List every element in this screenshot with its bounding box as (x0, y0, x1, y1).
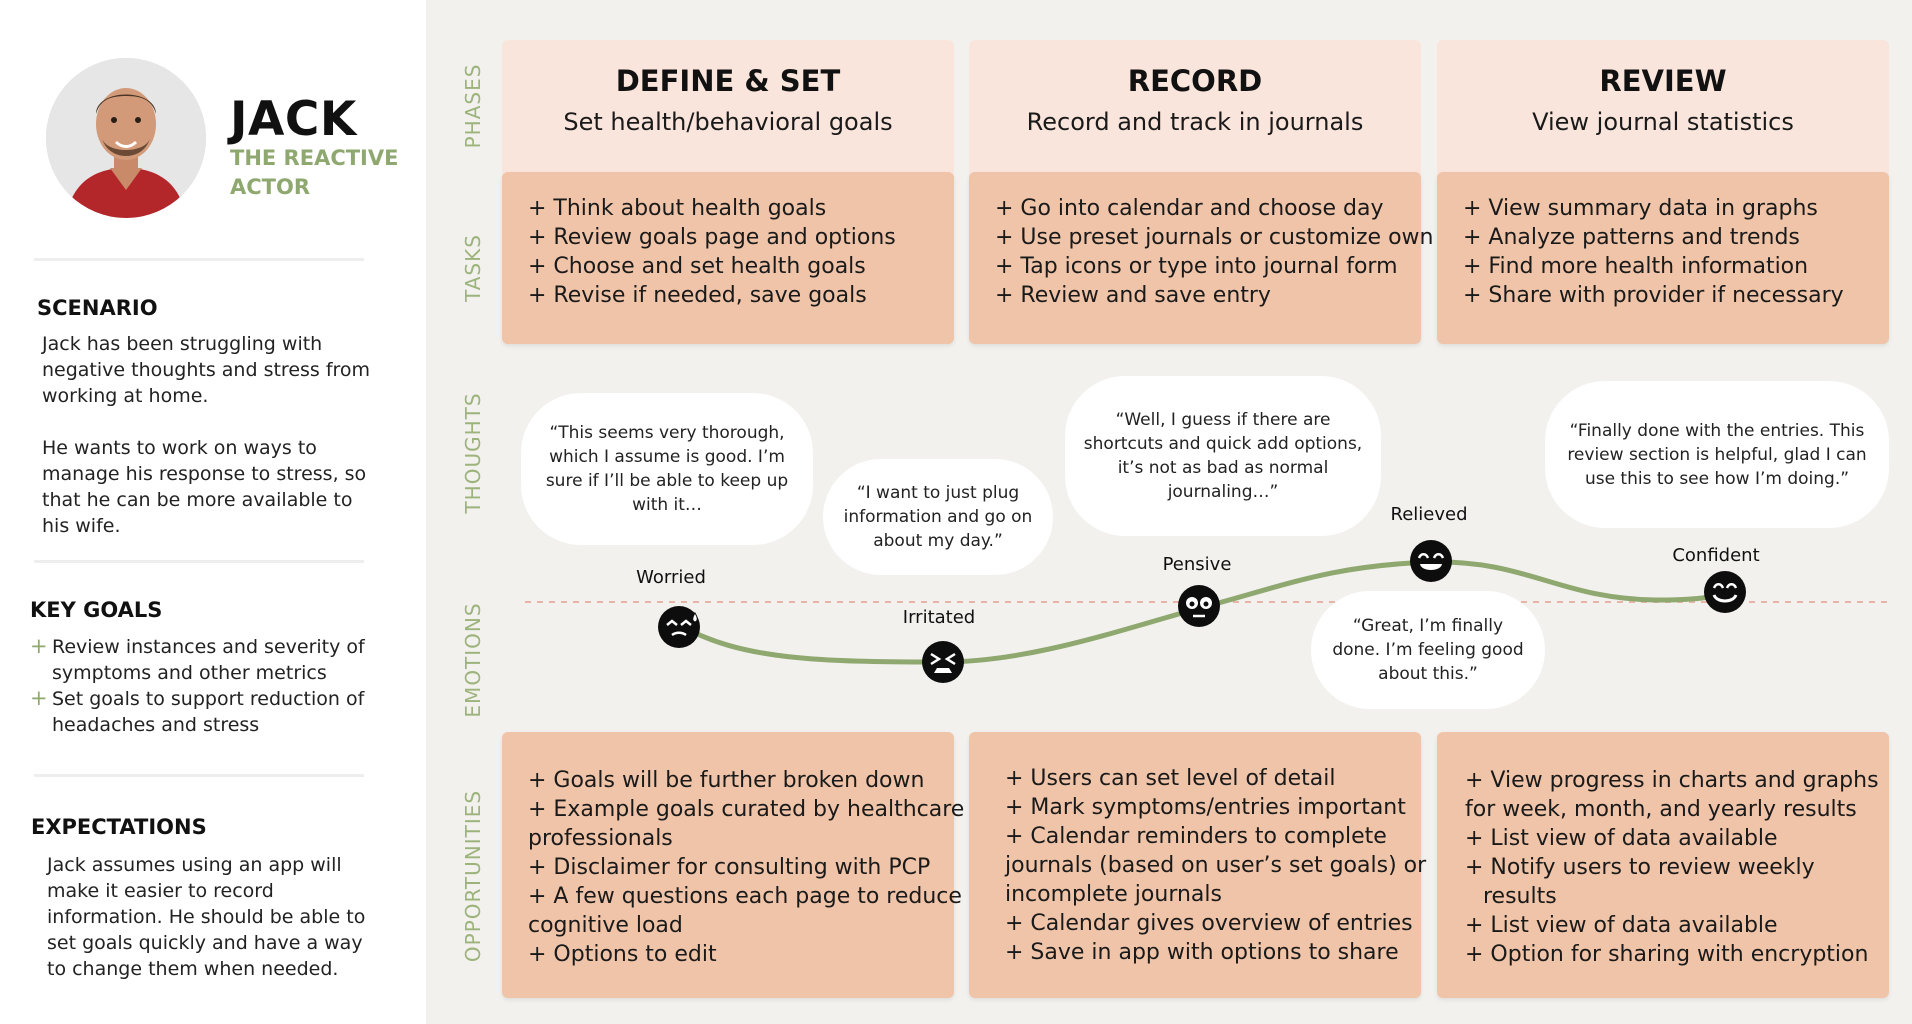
list-item: + Set goals to support reduction of head… (30, 686, 370, 738)
task-item: + Go into calendar and choose day (995, 196, 1384, 221)
phase-card-review: REVIEW View journal statistics (1437, 40, 1889, 188)
phase-title: DEFINE & SET (615, 64, 841, 98)
opportunity-item: + View progress in charts and graphs (1465, 768, 1879, 793)
opportunity-item: + Calendar reminders to complete (1005, 824, 1387, 849)
emotion-line (677, 559, 1728, 665)
expectations-text: Jack assumes using an app will make it e… (47, 854, 366, 980)
task-item: + Revise if needed, save goals (528, 283, 867, 308)
thought-bubble-1: “This seems very thorough, which I assum… (521, 393, 813, 545)
phase-subtitle: View journal statistics (1532, 108, 1794, 136)
opportunity-item: + A few questions each page to reduce (528, 884, 962, 909)
task-card-review: + View summary data in graphs + Analyze … (1437, 172, 1889, 344)
opportunity-item: journals (based on user’s set goals) or (1005, 853, 1427, 878)
emotion-label-confident: Confident (1672, 545, 1760, 566)
task-item: + Choose and set health goals (528, 254, 866, 279)
phase-card-define: DEFINE & SET Set health/behavioral goals (502, 40, 954, 188)
persona-name: JACK (230, 92, 357, 147)
worried-face-icon (657, 605, 701, 649)
opportunity-item: + Options to edit (528, 942, 717, 967)
pensive-face-icon (1177, 584, 1221, 628)
confident-face-icon (1703, 570, 1747, 614)
goal-text: Set goals to support reduction of headac… (52, 688, 365, 736)
scenario-paragraph-2: He wants to work on ways to manage his r… (42, 437, 367, 537)
opportunity-item: cognitive load (528, 913, 683, 938)
task-item: + Think about health goals (528, 196, 827, 221)
opportunity-item: + Save in app with options to share (1005, 940, 1399, 965)
persona-panel: JACK THE REACTIVE ACTOR SCENARIO Jack ha… (0, 0, 426, 1024)
divider (34, 560, 364, 563)
emotion-label-irritated: Irritated (902, 607, 976, 628)
goal-text: Review instances and severity of symptom… (52, 636, 365, 684)
irritated-face-icon (921, 640, 965, 684)
opportunity-card-define: + Goals will be further broken down + Ex… (502, 732, 965, 998)
task-item: + View summary data in graphs (1463, 196, 1818, 221)
thought-bubble-3: “Well, I guess if there are shortcuts an… (1065, 376, 1381, 536)
opportunity-item: + Goals will be further broken down (528, 768, 925, 793)
relieved-face-icon (1409, 539, 1453, 583)
plus-icon: + (30, 634, 48, 658)
phase-card-record: RECORD Record and track in journals (969, 40, 1421, 188)
emotion-label-worried: Worried (636, 567, 706, 588)
task-card-record: + Go into calendar and choose day + Use … (969, 172, 1434, 344)
phase-subtitle: Set health/behavioral goals (563, 108, 893, 136)
task-card-define: + Think about health goals + Review goal… (502, 172, 954, 344)
phase-title: RECORD (1127, 64, 1263, 98)
opportunity-item: incomplete journals (1005, 882, 1222, 907)
thought-bubble-5: “Finally done with the entries. This rev… (1545, 381, 1889, 528)
list-item: + Review instances and severity of sympt… (30, 634, 370, 686)
task-item: + Share with provider if necessary (1463, 283, 1844, 308)
opportunity-item: + Option for sharing with encryption (1465, 942, 1869, 967)
task-item: + Find more health information (1463, 254, 1809, 279)
opportunity-item: + List view of data available (1465, 913, 1778, 938)
thought-bubble-4: “Great, I’m finally done. I’m feeling go… (1311, 591, 1545, 709)
opportunity-item: + Calendar gives overview of entries (1005, 911, 1413, 936)
divider (34, 774, 364, 777)
expectations-title: EXPECTATIONS (31, 815, 207, 839)
task-item: + Analyze patterns and trends (1463, 225, 1800, 250)
opportunity-item: + Users can set level of detail (1005, 766, 1336, 791)
opportunity-card-record: + Users can set level of detail + Mark s… (969, 732, 1427, 998)
task-item: + Review and save entry (995, 283, 1271, 308)
divider (34, 258, 364, 261)
task-item: + Tap icons or type into journal form (995, 254, 1398, 279)
key-goals-list: + Review instances and severity of sympt… (30, 634, 370, 738)
opportunity-item: for week, month, and yearly results (1465, 797, 1857, 822)
plus-icon: + (30, 686, 48, 710)
opportunity-item: + Example goals curated by healthcare (528, 797, 965, 822)
task-item: + Use preset journals or customize own (995, 225, 1434, 250)
emotion-label-relieved: Relieved (1390, 504, 1468, 525)
opportunity-item: + Disclaimer for consulting with PCP (528, 855, 931, 880)
phase-subtitle: Record and track in journals (1026, 108, 1364, 136)
key-goals-title: KEY GOALS (30, 598, 163, 622)
opportunity-item: results (1483, 884, 1557, 909)
persona-avatar (46, 58, 206, 218)
opportunity-item: + Mark symptoms/entries important (1005, 795, 1406, 820)
opportunity-item: professionals (528, 826, 673, 851)
opportunity-card-review: + View progress in charts and graphs for… (1437, 732, 1889, 998)
emotion-label-pensive: Pensive (1162, 554, 1232, 575)
opportunity-item: + List view of data available (1465, 826, 1778, 851)
opportunity-item: + Notify users to review weekly (1465, 855, 1815, 880)
persona-subtitle: THE REACTIVE ACTOR (230, 146, 399, 199)
scenario-paragraph-1: Jack has been struggling with negative t… (42, 333, 371, 407)
task-item: + Review goals page and options (528, 225, 896, 250)
thought-bubble-2: “I want to just plug information and go … (823, 459, 1053, 575)
phase-title: REVIEW (1599, 64, 1727, 98)
scenario-title: SCENARIO (37, 296, 158, 320)
